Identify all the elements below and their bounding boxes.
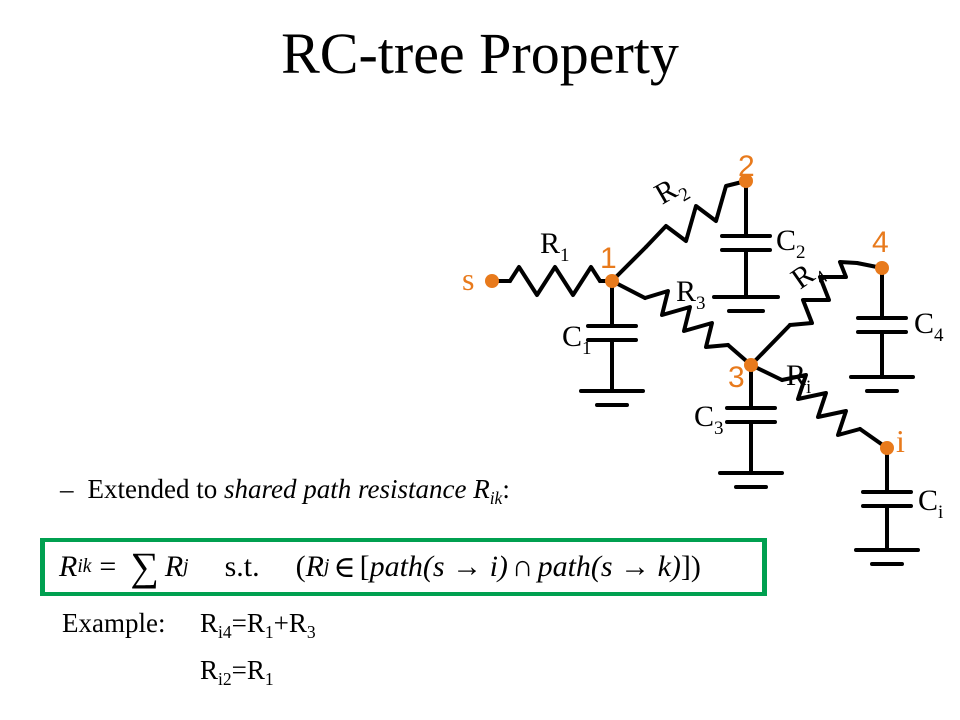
page-title: RC-tree Property: [281, 21, 679, 86]
label-r2: R2: [649, 168, 694, 217]
label-ci: Ci: [918, 484, 943, 523]
label-c2: C2: [776, 224, 806, 263]
node-dot-2: [739, 174, 753, 188]
node-label-3: 3: [728, 361, 745, 394]
example-line-1: Ri4=R1+R3: [200, 608, 316, 643]
node-label-2: 2: [738, 150, 755, 183]
resistor-r3: [643, 289, 730, 349]
node-label-1: 1: [600, 242, 617, 275]
ground-c2: [712, 295, 780, 313]
bullet-dash: –: [60, 474, 74, 504]
resistor-ri: [780, 373, 862, 437]
example-label: Example:: [62, 608, 166, 638]
ground-c1: [579, 389, 645, 407]
label-c3: C3: [694, 400, 724, 439]
label-r3: R3: [676, 275, 706, 314]
resistor-r1: [508, 265, 602, 297]
node-dot-3: [744, 358, 758, 372]
node-dot-4: [875, 261, 889, 275]
resistor-r2: [644, 179, 748, 249]
node-dot-i: [880, 441, 894, 455]
node-label-i: i: [896, 423, 905, 459]
bullet-suffix: :: [502, 474, 510, 504]
ground-c3: [718, 471, 784, 489]
wire-n1-r2: [610, 245, 648, 283]
wire-n3-r4: [749, 323, 792, 367]
node-dot-1: [605, 274, 619, 288]
label-c4: C4: [914, 307, 944, 346]
bullet-text: Extended to: [87, 474, 224, 504]
label-ri: Ri: [786, 359, 811, 398]
example-line-2: Ri2=R1: [200, 655, 274, 690]
ground-c4: [849, 375, 915, 393]
node-label-4: 4: [872, 226, 889, 259]
bullet-shared-path: –Extended to shared path resistance Rik:: [60, 474, 510, 509]
resistor-r4: [788, 260, 859, 327]
capacitor-c3: [725, 406, 777, 424]
sum-symbol: ∑: [130, 544, 159, 589]
capacitor-c4: [856, 316, 908, 334]
node-dot-s: [485, 274, 499, 288]
label-c1: C1: [562, 320, 592, 359]
capacitor-c2: [720, 234, 772, 252]
bullet-italic: shared path resistance Rik: [223, 474, 503, 509]
capacitor-ci: [861, 490, 913, 508]
capacitor-c1: [586, 324, 638, 342]
node-label-s: s: [462, 261, 474, 297]
ground-ci: [854, 548, 920, 566]
label-r1: R1: [540, 227, 570, 266]
